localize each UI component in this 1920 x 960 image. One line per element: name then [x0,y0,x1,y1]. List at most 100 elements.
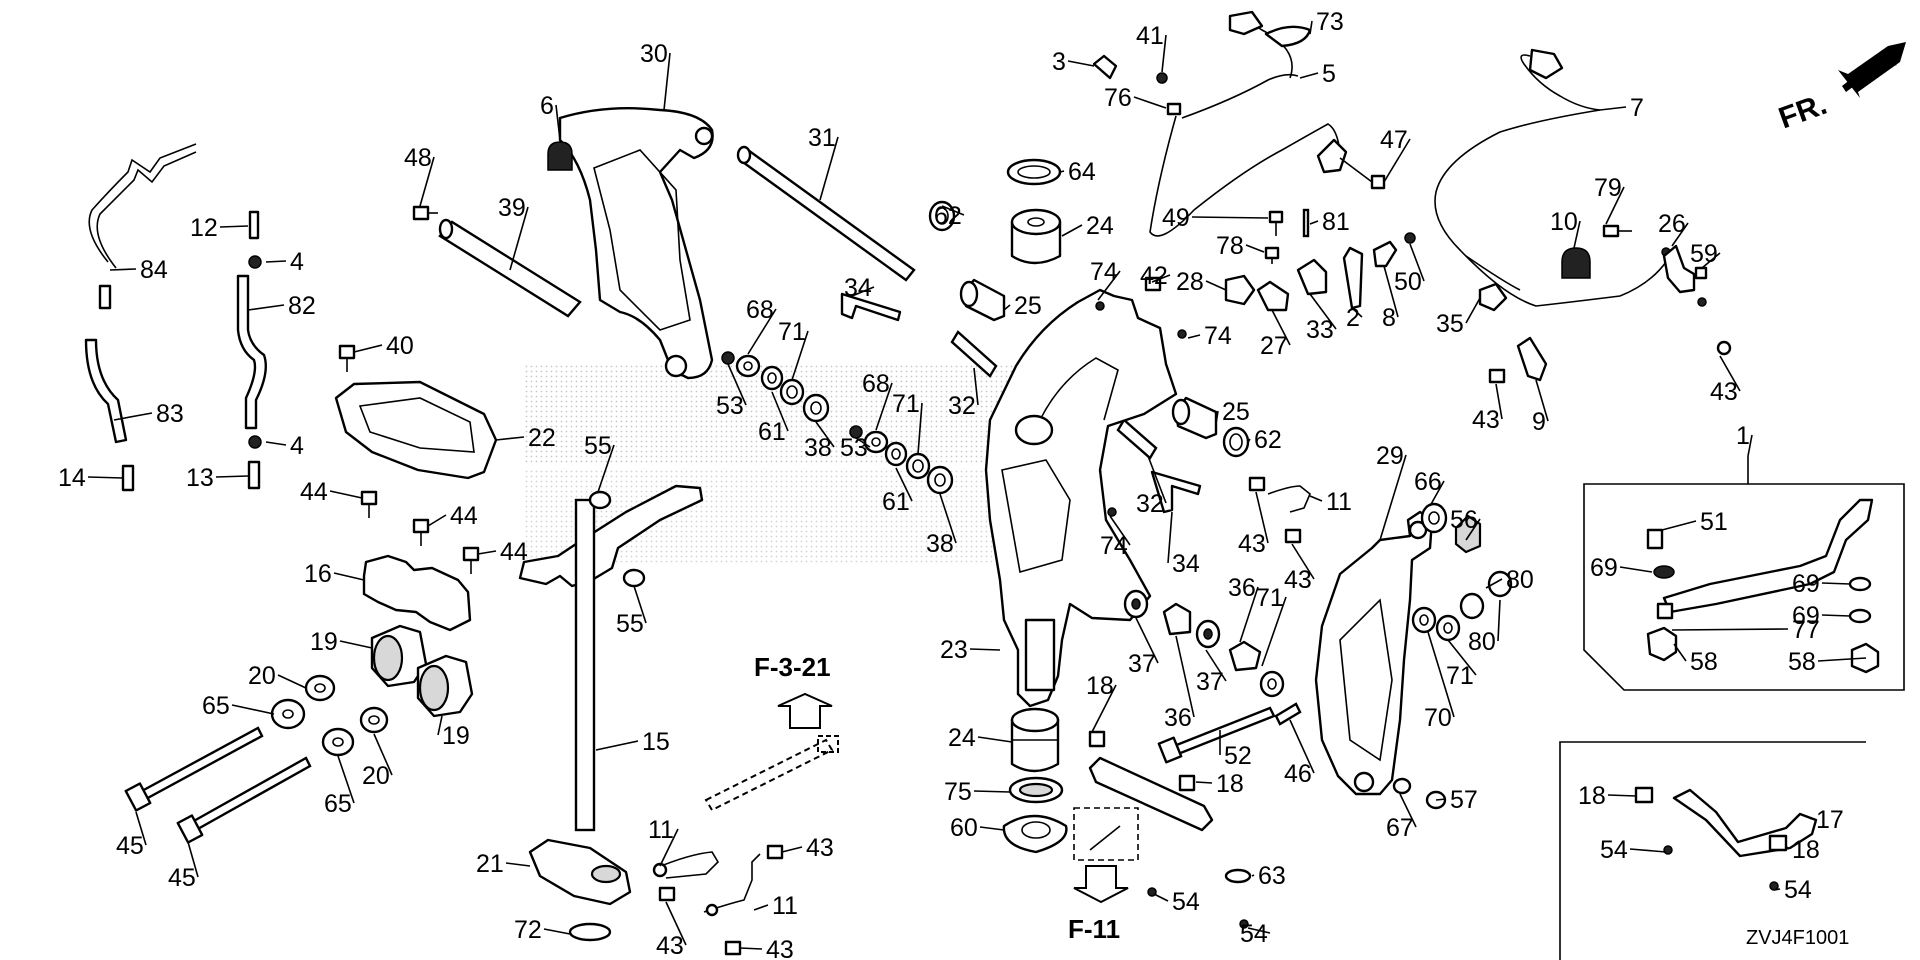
callout-37: 37 [1196,668,1224,696]
callout-29: 29 [1376,442,1404,470]
callout-44: 44 [450,502,478,530]
pin-32b [1116,418,1158,460]
leader-line-10 [1573,220,1581,249]
callout-43: 43 [766,936,794,960]
callout-52: 52 [1224,742,1252,770]
callout-4: 4 [290,248,304,276]
leader-line-18 [1195,781,1213,784]
callout-55: 55 [616,610,644,638]
callout-71: 71 [892,390,920,418]
leader-line-44 [329,490,363,499]
bracket-29 [1314,510,1434,796]
callout-1: 1 [1736,422,1750,450]
callout-13: 13 [186,464,214,492]
leader-line-61 [771,391,789,432]
leader-line-22 [495,436,525,441]
leader-line-45 [135,811,147,846]
callout-65: 65 [202,692,230,720]
callout-32: 32 [948,392,976,420]
leader-line-25 [1003,304,1011,311]
leader-line-37 [1135,617,1159,664]
leader-line-54 [1629,848,1667,853]
leader-line-69 [1619,566,1653,573]
callout-54: 54 [1172,888,1200,916]
callout-27: 27 [1260,332,1288,360]
seal-64 [1006,158,1062,186]
callout-38: 38 [926,530,954,558]
bolt-52 [1157,706,1276,764]
leader-line-18 [1607,794,1637,797]
callout-65: 65 [324,790,352,818]
callout-70: 70 [1424,704,1452,732]
leader-line-77 [1671,628,1789,631]
leader-line-40 [353,344,383,353]
clip-12-screw [121,210,262,492]
callout-43: 43 [656,932,684,960]
leader-line-82 [247,304,285,311]
callout-43: 43 [1284,566,1312,594]
strap-center [1088,730,1214,832]
callout-9: 9 [1532,408,1546,436]
callout-71: 71 [1256,584,1284,612]
callout-69: 69 [1590,554,1618,582]
nut-67-57 [1392,777,1447,810]
leader-line-31 [819,136,839,201]
callout-45: 45 [116,832,144,860]
leader-line-43 [1719,355,1741,392]
ref-f-3-21: F-3-21 [754,652,831,682]
leader-line-7 [1599,106,1627,111]
dashed-box [1073,807,1139,861]
leader-line-69 [1821,582,1851,585]
leader-line-3 [1067,60,1095,67]
callout-54: 54 [1240,920,1268,948]
washers-right [1259,502,1513,698]
callout-34: 34 [844,274,872,302]
washers-stack-b [849,425,954,495]
leader-line-65 [231,704,275,715]
leader-line-4 [265,441,287,446]
callout-8: 8 [1382,304,1396,332]
callout-83: 83 [156,400,184,428]
leader-line-80 [1497,599,1501,642]
leader-line-36 [1175,635,1195,718]
leader-line-58 [1817,657,1867,662]
leader-line-64 [1059,170,1065,173]
callout-20: 20 [362,762,390,790]
leader-line-54 [1773,888,1781,891]
leader-line-38 [815,421,835,448]
callout-44: 44 [500,538,528,566]
leader-line-11 [1309,495,1323,502]
leader-line-68 [747,308,777,355]
washers-20-65 [270,674,389,757]
leader-line-42 [1151,274,1171,283]
callout-74: 74 [1090,258,1118,286]
leader-line-17 [1799,813,1813,820]
callout-42: 42 [1140,262,1168,290]
leader-line-51 [1661,520,1697,531]
callout-16: 16 [304,560,332,588]
leader-line-45 [187,841,199,878]
callout-32: 32 [1136,490,1164,518]
callout-48: 48 [404,144,432,172]
washers-stack-a [721,351,830,423]
leader-line-75 [973,790,1011,793]
front-label: FR. [1775,88,1832,136]
arm-15 [518,484,704,832]
leader-line-30 [663,52,671,111]
leader-line-32 [1147,455,1167,504]
leader-line-14 [87,476,124,479]
bolt-dashed [704,735,839,812]
leader-line-83 [113,412,153,421]
callout-72: 72 [514,916,542,944]
callout-12: 12 [190,214,218,242]
callout-58: 58 [1788,648,1816,676]
leader-line-74 [1109,515,1131,546]
callout-15: 15 [642,728,670,756]
cover-22 [334,380,498,480]
callout-37: 37 [1128,650,1156,678]
kit-1-box [1583,456,1905,691]
leader-line-15 [595,740,639,751]
leader-line-24 [1061,224,1083,237]
leader-line-74 [1097,270,1121,301]
